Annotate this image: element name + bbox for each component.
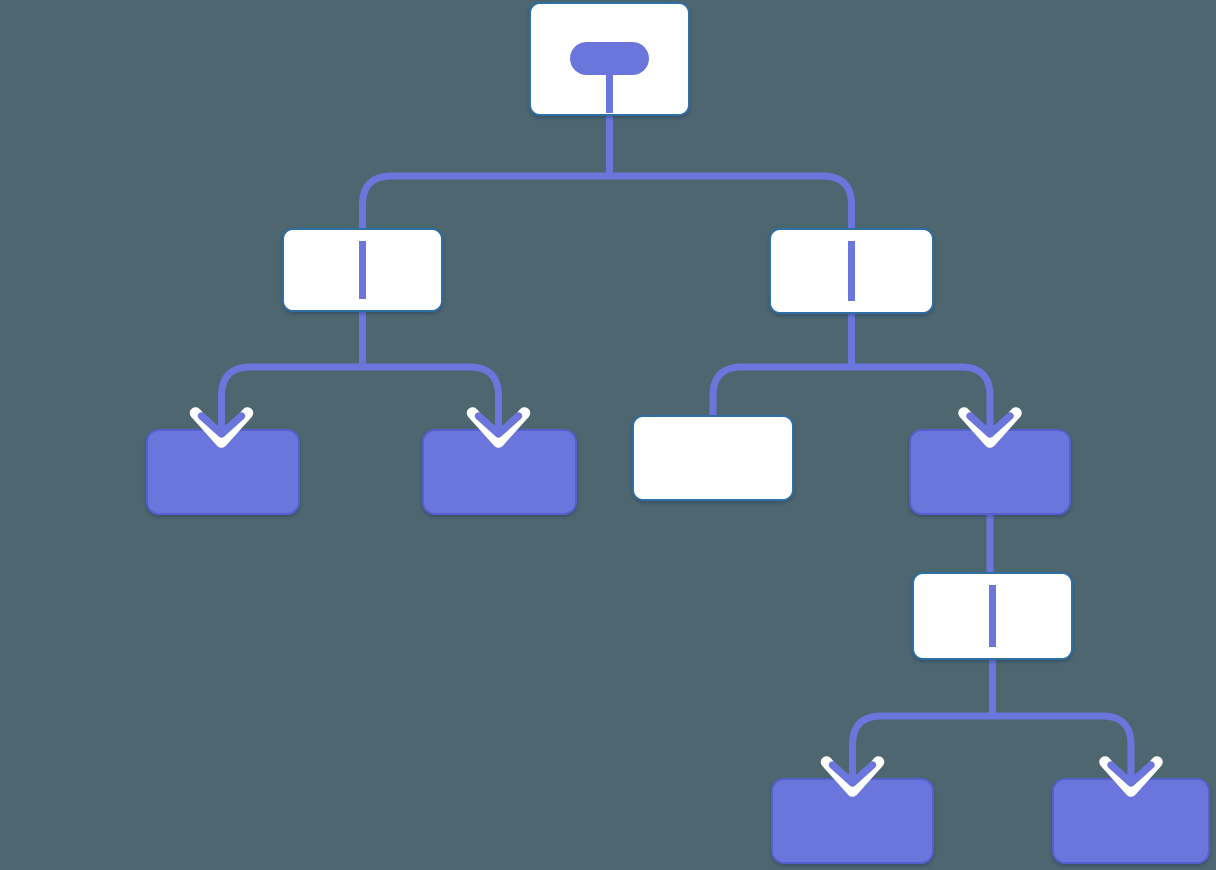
chevron-purple-icon	[966, 412, 1014, 438]
edge-rail-level-1	[359, 172, 855, 229]
node-root[interactable]	[529, 2, 690, 116]
chevron-purple-icon	[1107, 761, 1155, 787]
root-pill-icon	[570, 42, 649, 75]
node-branch-right-2[interactable]	[912, 572, 1073, 660]
arrow-leaf-bottom-1-down-arrow-icon	[820, 741, 885, 797]
chevron-purple-icon	[474, 412, 523, 438]
node-branch-left[interactable]	[282, 228, 443, 312]
arrows-layer	[189, 392, 1163, 797]
nodes-layer	[146, 2, 1210, 864]
edge-rail-bottom	[849, 712, 1135, 783]
edge-rail-left	[218, 363, 502, 434]
chevron-purple-icon	[828, 761, 877, 787]
arrow-leaf-right-1-down-arrow-icon	[958, 392, 1022, 448]
edge-rail-right	[709, 363, 994, 434]
arrow-leaf-left-1-down-arrow-icon	[189, 392, 254, 448]
node-blank[interactable]	[632, 415, 794, 501]
arrow-leaf-left-2-down-arrow-icon	[466, 392, 531, 448]
edges-layer	[218, 110, 1135, 783]
node-blank-shape[interactable]	[632, 415, 794, 501]
node-branch-right[interactable]	[769, 228, 934, 314]
arrow-leaf-bottom-2-down-arrow-icon	[1099, 741, 1163, 797]
chevron-purple-icon	[197, 412, 246, 438]
